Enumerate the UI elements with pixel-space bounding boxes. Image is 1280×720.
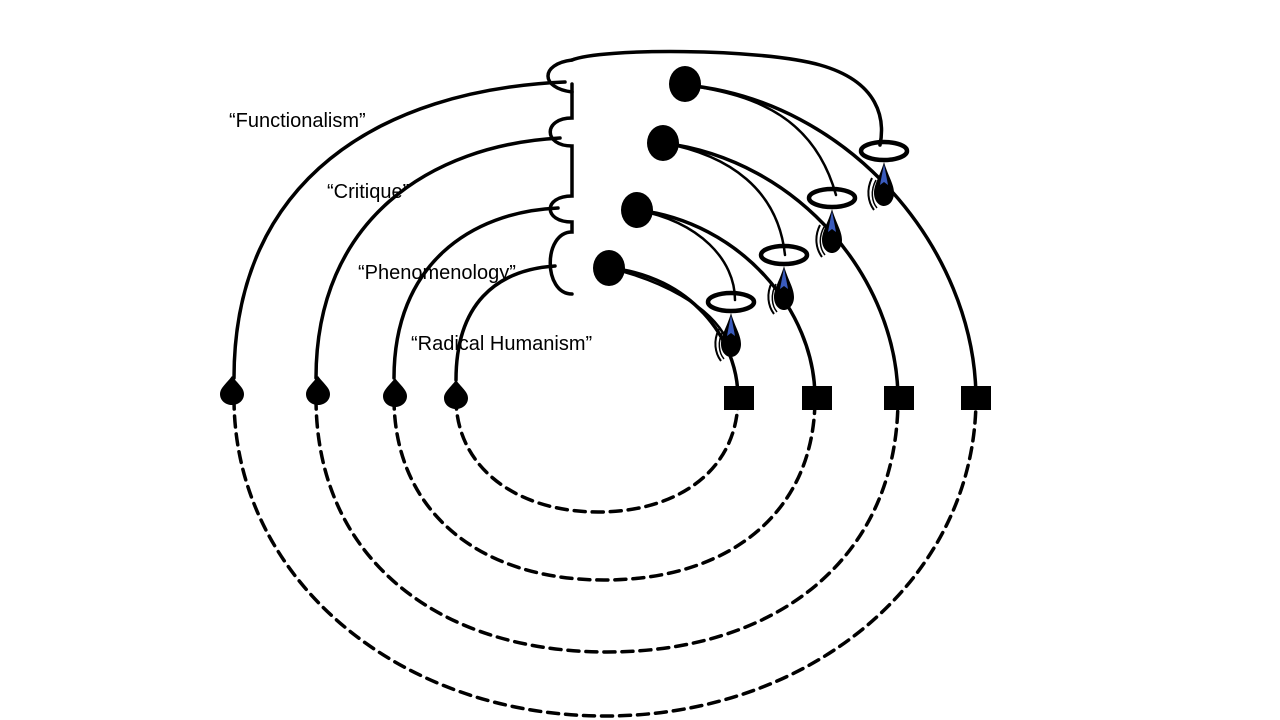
receiver-4: [705, 290, 757, 362]
radical-humanism-label: “Radical Humanism”: [411, 333, 593, 355]
critique-left-marker: [306, 376, 330, 405]
functionalism-right-marker: [961, 386, 991, 410]
functionalism-upper-arc: [232, 80, 567, 380]
functionalism-lower-arc: [232, 396, 978, 718]
radical-humanism-node: [593, 250, 625, 286]
phenomenology-right-arc: [635, 208, 817, 400]
link-circle1-receiver: [683, 83, 838, 197]
phenomenology-node: [621, 192, 653, 228]
radical-humanism-right-marker: [724, 386, 754, 410]
link-circle3-receiver: [635, 208, 737, 302]
critique-node: [647, 125, 679, 161]
left-connector: [546, 58, 574, 94]
link-circle4-receiver: [607, 266, 729, 342]
receiver-1: [858, 139, 910, 211]
phenomenology-lower-arc: [392, 396, 817, 582]
critique-upper-arc: [314, 136, 562, 380]
functionalism-node: [669, 66, 701, 102]
receiver-2: [806, 186, 858, 258]
radical-humanism-right-arc: [607, 266, 740, 400]
radical-humanism-lower-arc: [454, 396, 740, 514]
link-circle2-receiver: [661, 141, 787, 257]
functionalism-left-marker: [220, 376, 244, 405]
phenomenology-label: “Phenomenology”: [358, 262, 516, 284]
receiver-3: [758, 243, 810, 315]
phenomenology-upper-arc: [392, 206, 560, 380]
functionalism-label: “Functionalism”: [229, 110, 366, 132]
critique-lower-arc: [314, 396, 900, 654]
bulge-connector: [548, 82, 574, 296]
critique-right-arc: [661, 141, 900, 400]
outer-loop-link: [570, 49, 884, 147]
phenomenology-right-marker: [802, 386, 832, 410]
critique-right-marker: [884, 386, 914, 410]
radical-humanism-upper-arc: [454, 264, 557, 382]
phenomenology-left-marker: [383, 378, 407, 407]
radical-humanism-left-marker: [444, 380, 468, 409]
critique-label: “Critique”: [327, 181, 410, 203]
